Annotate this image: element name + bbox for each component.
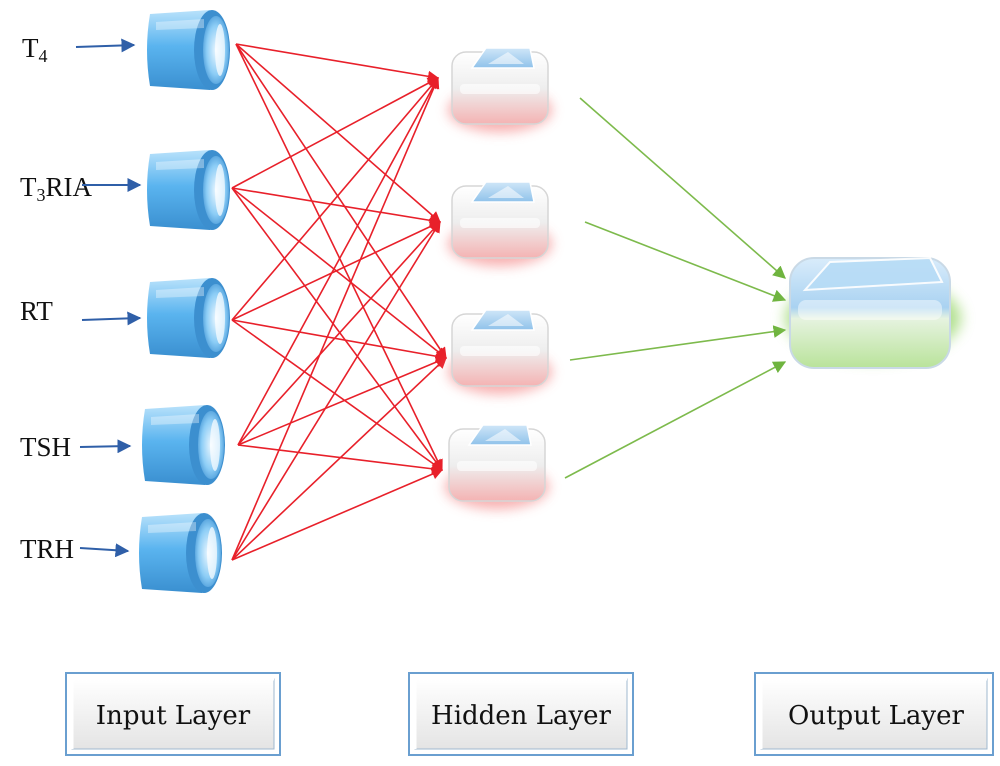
input-label-tsh: TSH [20, 432, 71, 462]
edge-input-2-hidden-1 [231, 77, 439, 189]
input-layer-box: Input Layer [65, 672, 281, 756]
edge-input-1-hidden-2 [235, 43, 441, 223]
input-arrow-5 [79, 543, 130, 558]
input-label-t3ria: T3RIA [20, 172, 93, 205]
edge-input-3-hidden-4 [231, 319, 443, 471]
output-node [785, 256, 961, 369]
edge-input-5-hidden-2 [231, 221, 441, 561]
edge-input-1-hidden-3 [235, 43, 447, 359]
edge-input-3-hidden-2 [231, 221, 442, 321]
edge-input-4-hidden-1 [237, 77, 439, 446]
hidden-layer-nodes [445, 47, 552, 509]
input-node-2 [147, 150, 230, 230]
input-hidden-connections [231, 43, 448, 561]
input-label-trh: TRH [20, 534, 74, 564]
input-layer-nodes [139, 10, 230, 593]
input-layer-label: Input Layer [96, 701, 251, 731]
edge-hidden-1-output [579, 97, 786, 279]
hidden-layer-label: Hidden Layer [431, 701, 612, 731]
hidden-layer-box: Hidden Layer [408, 672, 634, 756]
input-label-t4: T4 [22, 33, 48, 66]
edge-hidden-3-output [569, 325, 787, 361]
hidden-node-1 [448, 47, 552, 132]
edge-hidden-2-output [584, 221, 787, 302]
input-arrow-1 [75, 38, 136, 53]
edge-hidden-4-output [564, 361, 787, 479]
input-node-1 [147, 10, 230, 90]
output-layer-label: Output Layer [788, 701, 964, 731]
input-node-3 [147, 278, 230, 358]
edge-input-2-hidden-4 [231, 187, 443, 471]
edge-input-1-hidden-1 [235, 43, 440, 82]
edge-input-1-hidden-4 [235, 43, 443, 472]
edge-input-4-hidden-2 [237, 221, 441, 446]
input-label-rt: RT [20, 296, 53, 326]
edge-input-2-hidden-2 [231, 187, 442, 226]
edge-input-5-hidden-3 [231, 357, 447, 561]
edge-input-5-hidden-1 [231, 76, 440, 561]
edge-input-3-hidden-3 [231, 319, 448, 362]
input-arrow-4 [79, 439, 132, 454]
input-arrow-3 [81, 311, 142, 326]
edge-input-4-hidden-3 [237, 356, 448, 446]
hidden-node-3 [448, 309, 552, 394]
input-node-4 [142, 405, 225, 485]
hidden-node-2 [448, 181, 552, 266]
edge-input-5-hidden-4 [231, 468, 444, 561]
edge-input-2-hidden-3 [231, 187, 447, 359]
output-layer-box: Output Layer [754, 672, 994, 756]
input-label-group: T4 T3RIA RT TSH TRH [20, 33, 142, 564]
edge-input-3-hidden-1 [231, 77, 439, 321]
input-node-5 [139, 513, 222, 593]
hidden-output-connections [564, 97, 787, 479]
hidden-node-4 [445, 424, 549, 509]
